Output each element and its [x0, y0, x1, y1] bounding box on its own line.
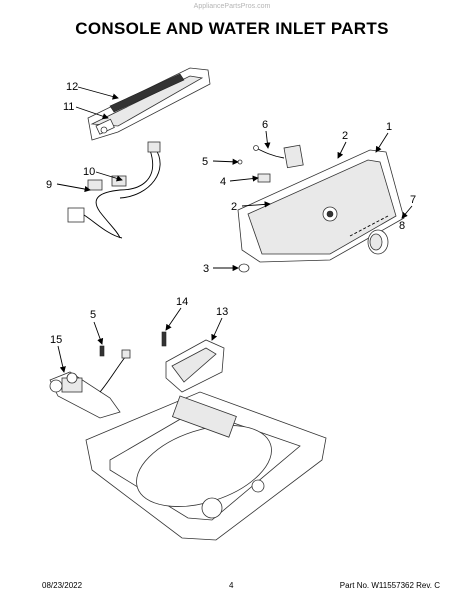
callout-6: 6 [262, 119, 268, 131]
footer-page-number: 4 [229, 581, 234, 590]
callout-11: 11 [63, 101, 74, 113]
callout-14: 14 [176, 296, 188, 308]
callout-2-lower: 2 [231, 201, 237, 213]
console-body-part [237, 149, 405, 263]
pressure-sensor-part [161, 331, 225, 393]
callout-12: 12 [66, 81, 78, 93]
knob-part [349, 215, 389, 255]
page-title: CONSOLE AND WATER INLET PARTS [75, 19, 389, 38]
footer-date: 08/23/2022 [42, 581, 83, 590]
callout-4: 4 [220, 176, 226, 188]
callout-8: 8 [399, 220, 405, 232]
callout-7: 7 [410, 194, 416, 206]
callout-15: 15 [50, 334, 62, 346]
clip-part [238, 263, 250, 273]
screw-part [99, 345, 105, 357]
callout-5-lower: 5 [90, 309, 96, 321]
switch-assembly-part [237, 144, 304, 183]
leader-lines [56, 86, 413, 373]
callout-2-upper: 2 [342, 130, 348, 142]
cabinet-top-part [85, 391, 327, 541]
console-panel-part [87, 67, 211, 141]
callout-13: 13 [216, 306, 228, 318]
wire-harness-part [67, 141, 161, 239]
callout-5-upper: 5 [202, 156, 208, 168]
watermark: AppliancePartsPros.com [193, 3, 271, 10]
footer-part-number: Part No. W11557362 Rev. C [339, 581, 440, 590]
callout-1: 1 [386, 121, 392, 133]
water-inlet-valve-part [49, 349, 131, 419]
callout-10: 10 [83, 166, 95, 178]
callout-3: 3 [203, 263, 209, 275]
callout-9: 9 [46, 179, 52, 191]
